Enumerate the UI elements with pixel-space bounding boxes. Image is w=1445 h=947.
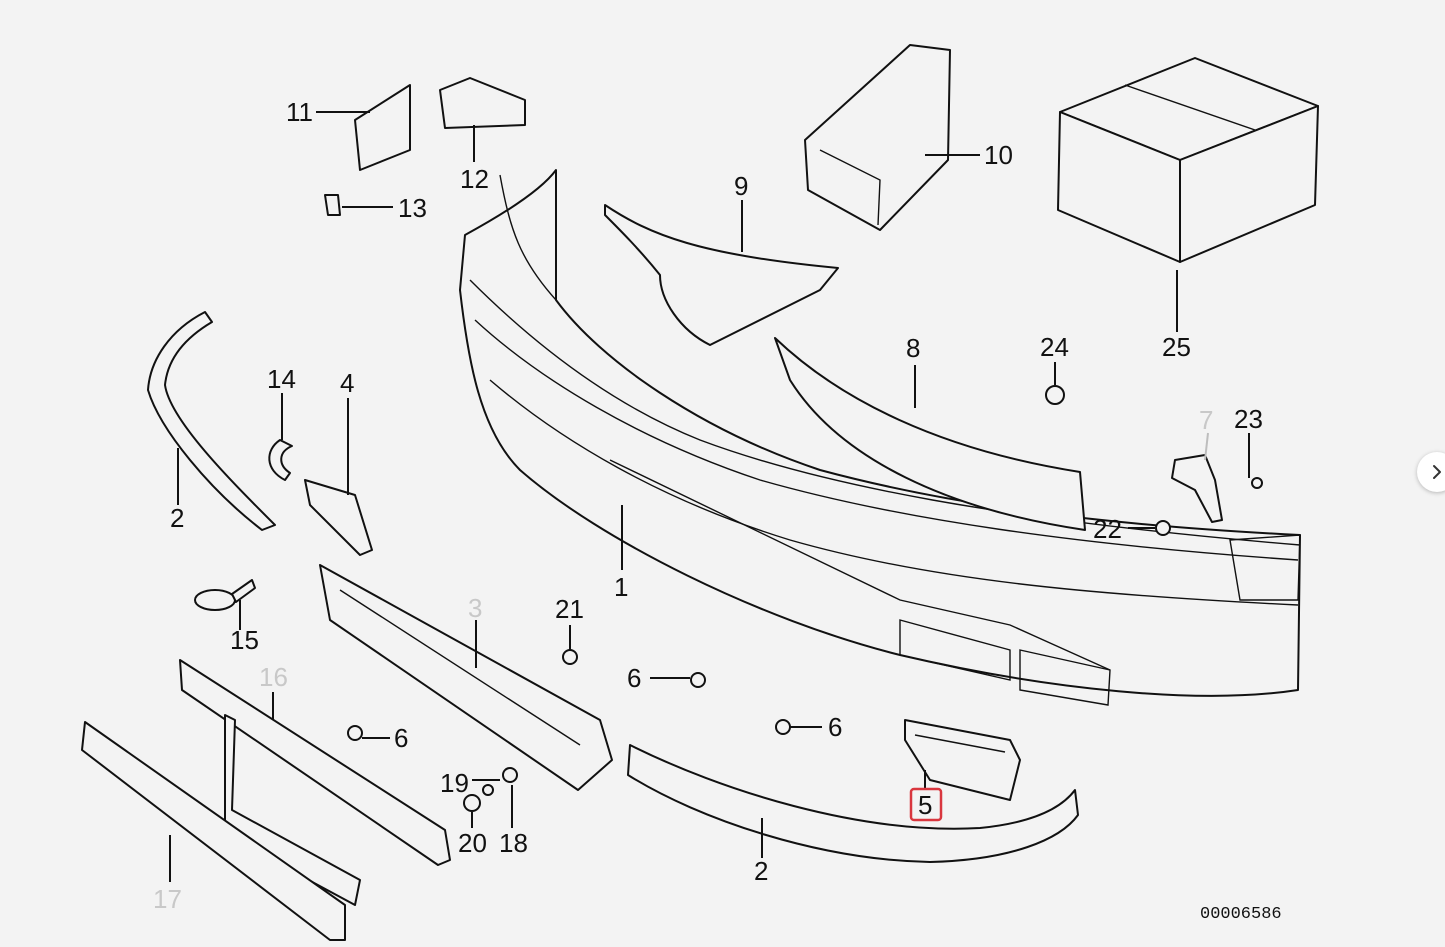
fastener-6b[interactable]	[690, 672, 706, 688]
part-2-left-trim[interactable]	[147, 311, 276, 531]
callout-15: 15	[230, 625, 259, 655]
callout-4: 4	[340, 368, 354, 398]
part-9-bracket[interactable]	[604, 204, 839, 346]
callout-14: 14	[267, 364, 296, 394]
part-12-bracket[interactable]	[439, 77, 526, 129]
callout-2-lower: 2	[754, 856, 768, 886]
callout-22: 22	[1093, 514, 1122, 544]
callout-1: 1	[614, 572, 628, 602]
fastener-24[interactable]	[1045, 385, 1065, 405]
callout-12: 12	[460, 164, 489, 194]
callout-8: 8	[906, 333, 920, 363]
diagram-reference-number: 00006586	[1200, 905, 1282, 924]
callout-5: 5	[918, 790, 932, 820]
part-8-grille[interactable]	[774, 337, 1086, 531]
callout-24: 24	[1040, 332, 1069, 362]
part-16-carrier[interactable]	[179, 659, 451, 906]
part-11-bracket[interactable]	[354, 84, 411, 171]
callout-13: 13	[398, 193, 427, 223]
part-25-kit-box[interactable]	[1057, 57, 1319, 263]
callout-9: 9	[734, 171, 748, 201]
callout-7: 7	[1199, 405, 1213, 435]
part-15-tow-hook[interactable]	[194, 579, 256, 611]
callout-25: 25	[1162, 332, 1191, 362]
fastener-20[interactable]	[463, 794, 481, 812]
part-5-grille-insert[interactable]	[904, 719, 1021, 801]
fastener-6c[interactable]	[775, 719, 791, 735]
part-17-strip[interactable]	[81, 721, 346, 941]
part-14-clip[interactable]	[268, 439, 293, 481]
part-4-clip[interactable]	[304, 479, 373, 556]
fastener-19[interactable]	[482, 784, 494, 796]
callout-3: 3	[468, 593, 482, 623]
callout-21: 21	[555, 594, 584, 624]
callout-11: 11	[286, 97, 313, 127]
part-7-tow-eye-bracket[interactable]	[1171, 454, 1223, 523]
fastener-22[interactable]	[1155, 520, 1171, 536]
fastener-6a[interactable]	[347, 725, 363, 741]
callout-16: 16	[259, 662, 288, 692]
fastener-21[interactable]	[562, 649, 578, 665]
chevron-right-icon	[1433, 465, 1441, 479]
part-1-bumper-cover[interactable]	[459, 169, 1301, 706]
callout-6-left: 6	[394, 723, 408, 753]
callout-18: 18	[499, 828, 528, 858]
part-13-clip[interactable]	[324, 194, 341, 216]
fastener-18[interactable]	[502, 767, 518, 783]
part-2-lower-trim[interactable]	[627, 744, 1079, 863]
next-image-button[interactable]	[1417, 452, 1445, 492]
callout-6-mid: 6	[627, 663, 641, 693]
fastener-23[interactable]	[1251, 477, 1263, 489]
callout-23: 23	[1234, 404, 1263, 434]
callout-17: 17	[153, 884, 182, 914]
callout-2-upper: 2	[170, 503, 184, 533]
highlight-box	[909, 787, 943, 822]
callout-10: 10	[984, 140, 1013, 170]
part-10-air-duct[interactable]	[804, 44, 951, 231]
callout-6-right: 6	[828, 712, 842, 742]
callout-5-highlight[interactable]: 5	[909, 787, 943, 822]
leader-lines	[169, 111, 1250, 882]
callout-19: 19	[440, 768, 469, 798]
part-3-carrier[interactable]	[319, 564, 613, 791]
callout-20: 20	[458, 828, 487, 858]
